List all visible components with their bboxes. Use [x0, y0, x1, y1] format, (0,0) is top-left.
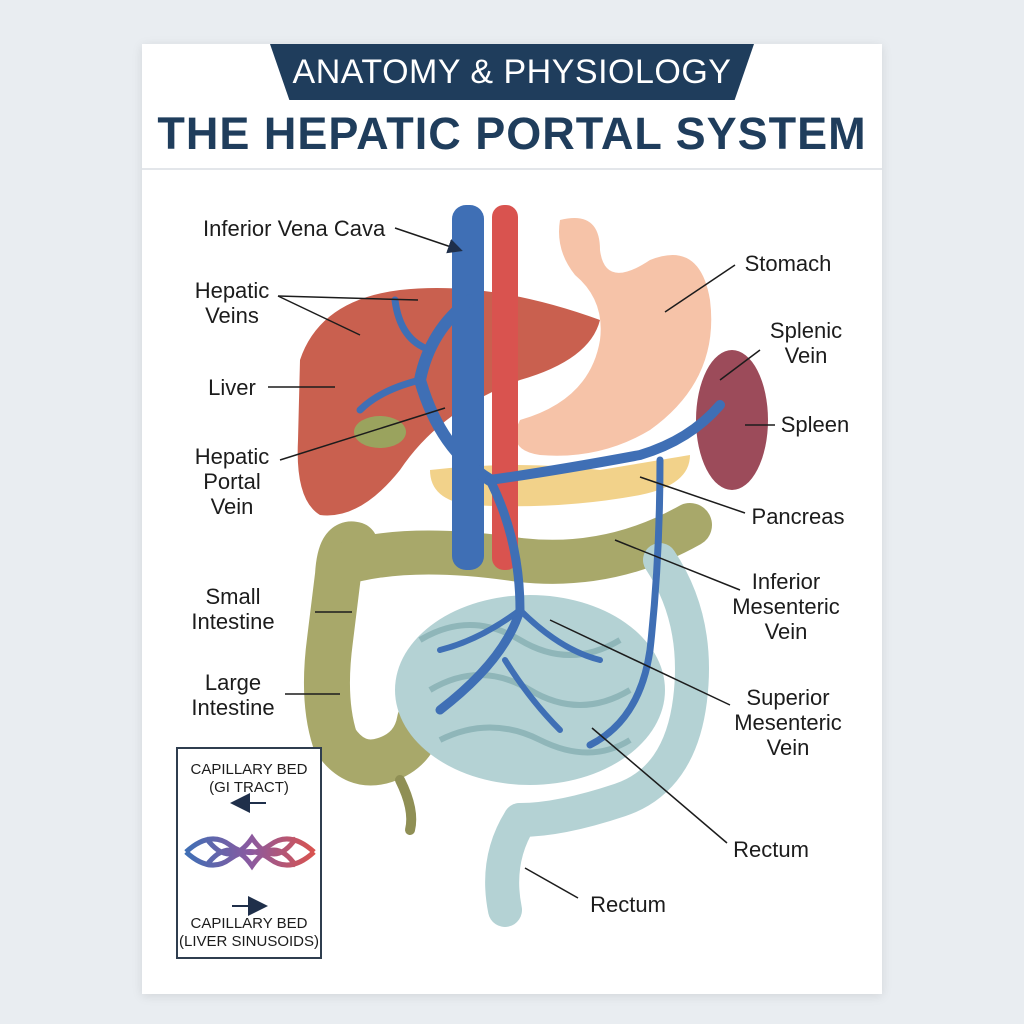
banner-text: ANATOMY & PHYSIOLOGY [292, 52, 732, 91]
small-intestine-organ [395, 543, 709, 927]
label-inferior-vena-cava: Inferior Vena Cava [203, 216, 386, 241]
label-spleen: Spleen [781, 412, 850, 437]
page-title: THE HEPATIC PORTAL SYSTEM [157, 108, 867, 159]
stomach-organ [515, 218, 712, 456]
leader-lines [268, 227, 775, 899]
label-inferior-mesenteric-vein-line1: Inferior [752, 569, 820, 594]
header: ANATOMY & PHYSIOLOGY THE HEPATIC PORTAL … [142, 44, 882, 170]
label-superior-mesenteric-vein-line1: Superior [746, 685, 829, 710]
legend-bottom-line2: (LIVER SINUSOIDS) [179, 933, 319, 950]
label-large-intestine-line1: Large [205, 670, 261, 695]
label-rectum-right: Rectum [733, 837, 809, 862]
label-hepatic-veins-line2: Veins [205, 303, 259, 328]
labels: Inferior Vena Cava Hepatic Veins Liver H… [191, 216, 849, 917]
label-liver: Liver [208, 375, 256, 400]
subject-banner: ANATOMY & PHYSIOLOGY [270, 44, 754, 100]
legend-top-line2: (GI TRACT) [209, 779, 289, 796]
capillary-network-icon [184, 833, 316, 871]
label-hepatic-veins-line1: Hepatic [195, 278, 270, 303]
portal-vein-network [356, 294, 725, 749]
spleen-organ [696, 350, 768, 490]
label-hepatic-portal-vein-line2: Portal [203, 469, 260, 494]
label-stomach: Stomach [745, 251, 832, 276]
label-superior-mesenteric-vein-line2: Mesenteric [734, 710, 842, 735]
label-inferior-mesenteric-vein-line3: Vein [765, 619, 808, 644]
label-inferior-mesenteric-vein-line2: Mesenteric [732, 594, 840, 619]
label-superior-mesenteric-vein-line3: Vein [767, 735, 810, 760]
label-hepatic-portal-vein-line3: Vein [211, 494, 254, 519]
label-rectum-bottom: Rectum [590, 892, 666, 917]
label-splenic-vein-line2: Vein [785, 343, 828, 368]
capillary-bed-legend: CAPILLARY BED (GI TRACT) CAPILLARY BED (… [176, 747, 322, 959]
legend-bottom-line1: CAPILLARY BED [190, 915, 307, 932]
legend-top-line1: CAPILLARY BED [190, 761, 307, 778]
label-hepatic-portal-vein-line1: Hepatic [195, 444, 270, 469]
label-small-intestine-line2: Intestine [191, 609, 274, 634]
label-pancreas: Pancreas [752, 504, 845, 529]
inferior-vena-cava [452, 205, 484, 570]
label-large-intestine-line2: Intestine [191, 695, 274, 720]
label-splenic-vein-line1: Splenic [770, 318, 842, 343]
label-small-intestine-line1: Small [205, 584, 260, 609]
